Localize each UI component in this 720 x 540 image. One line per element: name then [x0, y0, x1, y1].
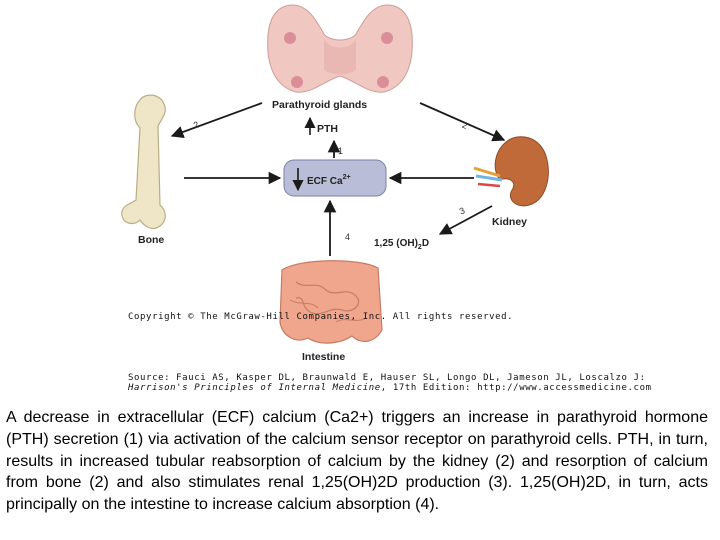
figure-caption: A decrease in extracellular (ECF) calciu…: [6, 409, 708, 514]
intestine-illustration: [279, 260, 383, 344]
ecf-calcium-box: [283, 159, 387, 197]
source-citation-line-2: Harrison's Principles of Internal Medici…: [128, 383, 652, 393]
kidney-illustration: [473, 136, 549, 207]
parathyroid-gland-illustration: [267, 4, 413, 93]
book-edition-url: , 17th Edition: http://www.accessmedicin…: [380, 383, 652, 393]
parathyroid-nodule: [291, 76, 303, 88]
source-citation-line-1: Source: Fauci AS, Kasper DL, Braunwald E…: [128, 373, 646, 383]
parathyroid-nodule: [284, 32, 296, 44]
ecf-calcium-label: ECF Ca2+: [307, 174, 351, 187]
parathyroid-nodule: [377, 76, 389, 88]
vitamin-d-label: 1,25 (OH)2D: [374, 238, 429, 251]
arrow-parathyroid-to-kidney: [419, 102, 506, 142]
bone-illustration: [121, 94, 166, 230]
parathyroid-glands-label: Parathyroid glands: [272, 99, 367, 111]
arrow-kidney-to-vitamin-d: [438, 205, 493, 235]
copyright-notice: Copyright © The McGraw-Hill Companies, I…: [128, 312, 514, 322]
step-number-1: 1: [338, 146, 343, 156]
intestine-label: Intestine: [302, 351, 345, 363]
step-number-2-bone: 2: [192, 119, 200, 130]
pth-label: PTH: [317, 123, 338, 135]
parathyroid-nodule: [381, 32, 393, 44]
step-number-2-kidney: 2: [461, 120, 469, 131]
kidney-label: Kidney: [492, 216, 527, 228]
step-number-4: 4: [345, 232, 350, 242]
book-title: Harrison's Principles of Internal Medici…: [128, 383, 381, 393]
calcium-regulation-diagram: Parathyroid glands Bone Kidney ECF Ca2+ …: [121, 4, 549, 363]
arrow-parathyroid-to-bone: [170, 102, 263, 139]
step-number-3: 3: [458, 205, 466, 216]
bone-label: Bone: [138, 234, 164, 246]
